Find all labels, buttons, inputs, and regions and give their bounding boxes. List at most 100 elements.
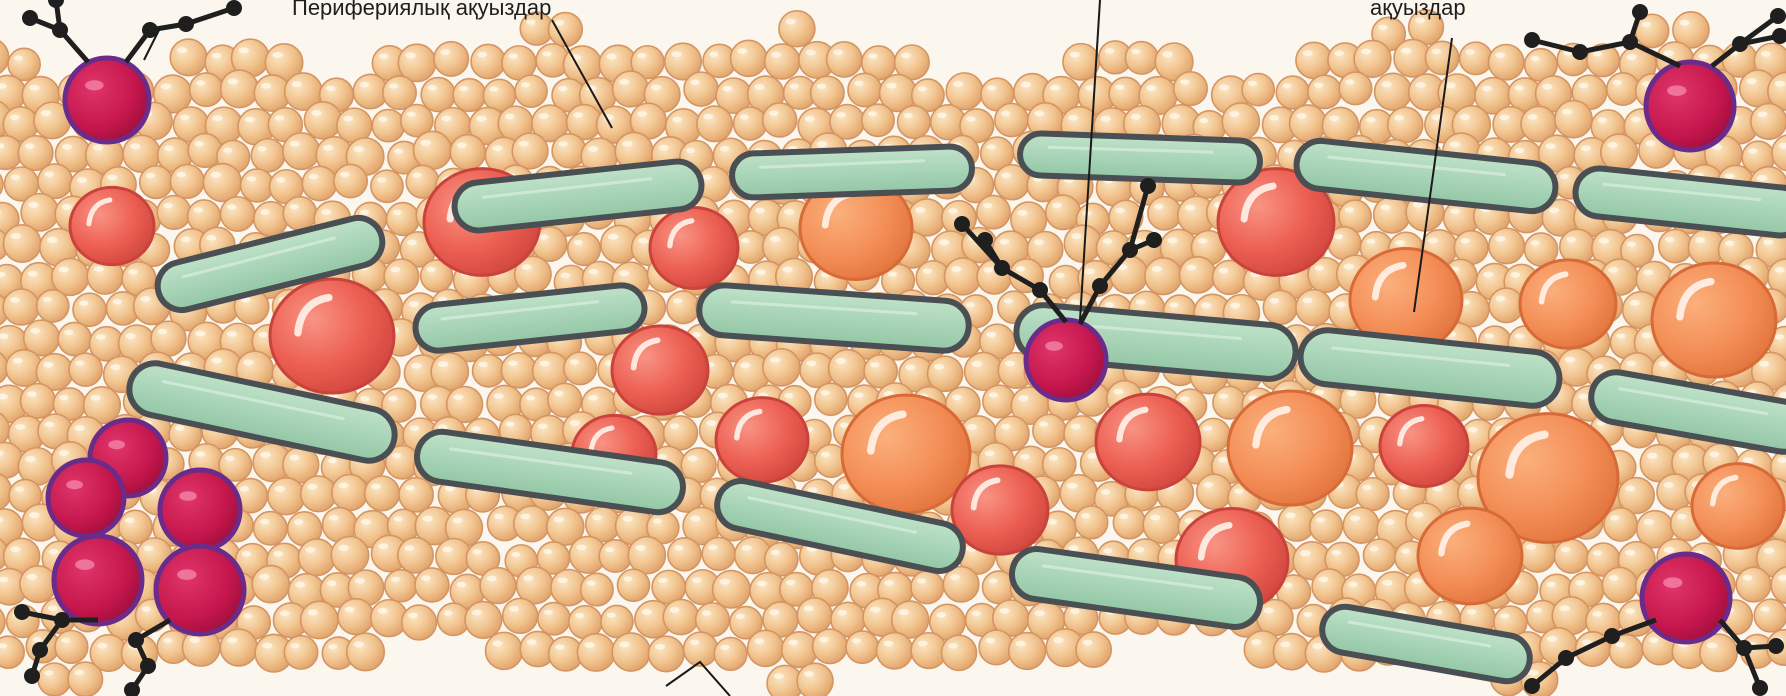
lipid-head [538,603,570,635]
lipid-head [977,195,1010,228]
lipid-head [862,104,894,136]
lipid-head [1273,634,1309,670]
lipid-head [512,133,548,169]
lipid-head [332,474,368,510]
lipid-head [241,169,274,202]
lipid-head [734,107,767,140]
lipid-head [613,71,649,107]
lipid-head [298,539,335,576]
lipid-head [515,75,547,107]
lipid-head [908,199,945,236]
red-globule [1380,406,1468,487]
lipid-head [1460,42,1492,74]
lipid-head [170,39,207,76]
lipid-head [414,131,452,169]
integral-protein [731,146,972,198]
lipid-head [648,636,683,671]
lipid-head [1489,288,1523,322]
lipid-head [385,570,417,602]
lipid-head [254,202,288,236]
lipid-head [119,510,152,543]
lipid-head [1754,599,1786,632]
lipid-head [1296,42,1332,78]
lipid-head [1310,510,1343,543]
lipid-head [763,349,800,386]
lipid-head [797,663,833,696]
lipid-head [1179,257,1215,293]
lipid-head [3,289,39,325]
glycoprotein-sphere [48,460,124,536]
lipid-head [465,602,502,639]
lipid-head [898,106,931,139]
lipid-head [1113,507,1145,539]
lipid-head [663,599,698,634]
lipid-head [1290,105,1327,142]
lipid-head [151,321,186,356]
red-globule [70,187,154,264]
lipid-head [995,103,1028,136]
lipid-head [220,197,254,231]
lipid-head [0,168,3,200]
lipid-head [1555,101,1592,138]
lipid-head [371,170,403,202]
lipid-head [1425,41,1458,74]
lipid-head [284,636,317,669]
lipid-head [1772,135,1786,171]
lipid-head [251,139,284,172]
lipid-head [471,44,505,78]
lipid-head [552,134,586,168]
lipid-head [765,44,800,79]
orange-globule [1520,260,1616,348]
lipid-head [1046,195,1081,230]
lipid-head [763,103,797,137]
lipid-head [331,536,368,573]
lipid-head [1296,290,1332,326]
lipid-head [73,293,106,326]
lipid-head [283,133,320,170]
lipid-head [941,635,976,670]
lipid-head [1489,228,1524,263]
lipid-head [254,512,287,545]
lipid-head [813,629,848,664]
lipid-head [713,571,750,608]
lipid-head [365,476,400,511]
lipid-head [1033,414,1066,447]
lipid-head [21,384,56,419]
lipid-head [1222,103,1259,140]
lipid-head [450,135,485,170]
lipid-head [301,476,337,512]
lipid-head [434,42,468,76]
lipid-head [1343,507,1379,543]
lipid-head [1601,134,1638,171]
lipid-head [1075,506,1108,539]
glycoprotein-sphere [1646,62,1734,150]
lipid-head [797,598,832,633]
red-globule [1096,394,1200,490]
lipid-head [399,478,433,512]
lipid-head [1751,104,1786,140]
glycoprotein-sphere [54,536,142,624]
lipid-head [1197,474,1232,509]
lipid-head [1063,44,1099,80]
lipid-head [1110,256,1148,294]
lipid-head [944,258,981,295]
lipid-head [221,70,258,107]
lipid-head [628,537,665,574]
lipid-head [1659,229,1692,262]
lipid-head [347,633,384,670]
lipid-head [402,605,437,640]
lipid-head [334,164,367,197]
lipid-head [928,356,963,391]
lipid-head [486,632,523,669]
lipid-head [1607,73,1639,105]
lipid-head [69,353,102,386]
lipid-head [190,73,223,106]
lipid-head [1109,77,1142,110]
lipid-head [38,663,71,696]
lipid-head [514,506,550,542]
lipid-head [577,634,614,671]
lipid-head [983,385,1015,417]
glycoprotein-sphere [160,470,240,550]
lipid-head [702,537,735,570]
glycoprotein-sphere [1642,554,1730,642]
